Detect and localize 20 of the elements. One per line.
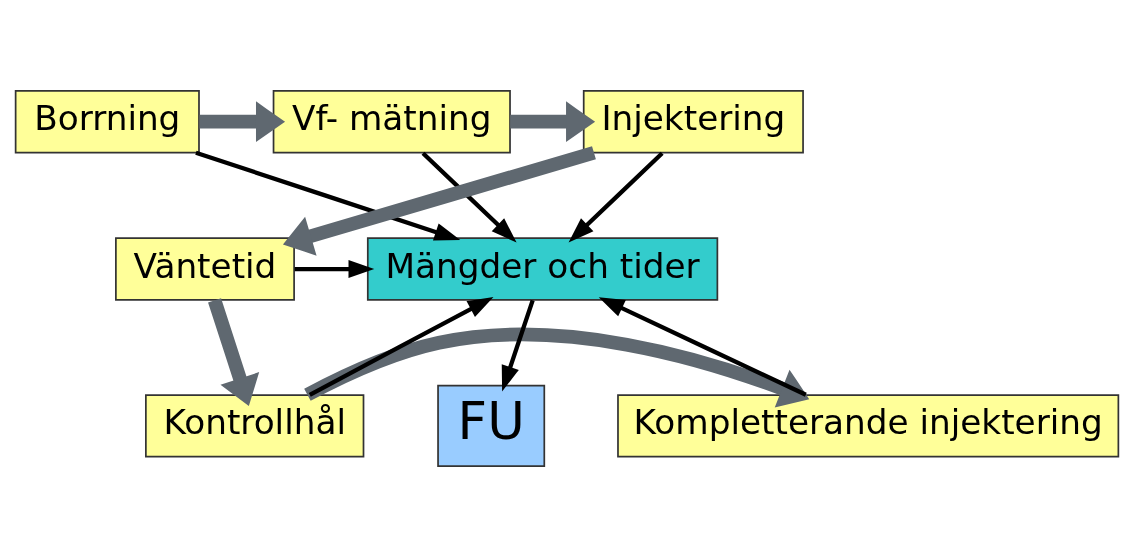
arrow <box>282 145 596 256</box>
arrow <box>208 297 260 406</box>
node-box: Kompletterande injektering <box>617 393 1120 458</box>
arrow <box>195 150 461 241</box>
arrow <box>308 296 494 397</box>
node-box: FU <box>437 384 546 467</box>
node-box: Vf- mätning <box>272 89 511 153</box>
arrow <box>598 296 807 397</box>
arrow <box>421 151 517 243</box>
arrow <box>304 327 810 408</box>
arrow <box>568 151 664 243</box>
arrow <box>199 100 286 142</box>
node-box: Kontrollhål <box>145 393 365 458</box>
node-box: Borrning <box>14 89 200 153</box>
arrow <box>294 259 375 278</box>
arrow <box>501 299 535 391</box>
arrow <box>510 100 596 142</box>
node-box: Väntetid <box>115 236 295 301</box>
node-box: Injektering <box>582 89 804 153</box>
node-box: Mängder och tider <box>366 236 719 301</box>
